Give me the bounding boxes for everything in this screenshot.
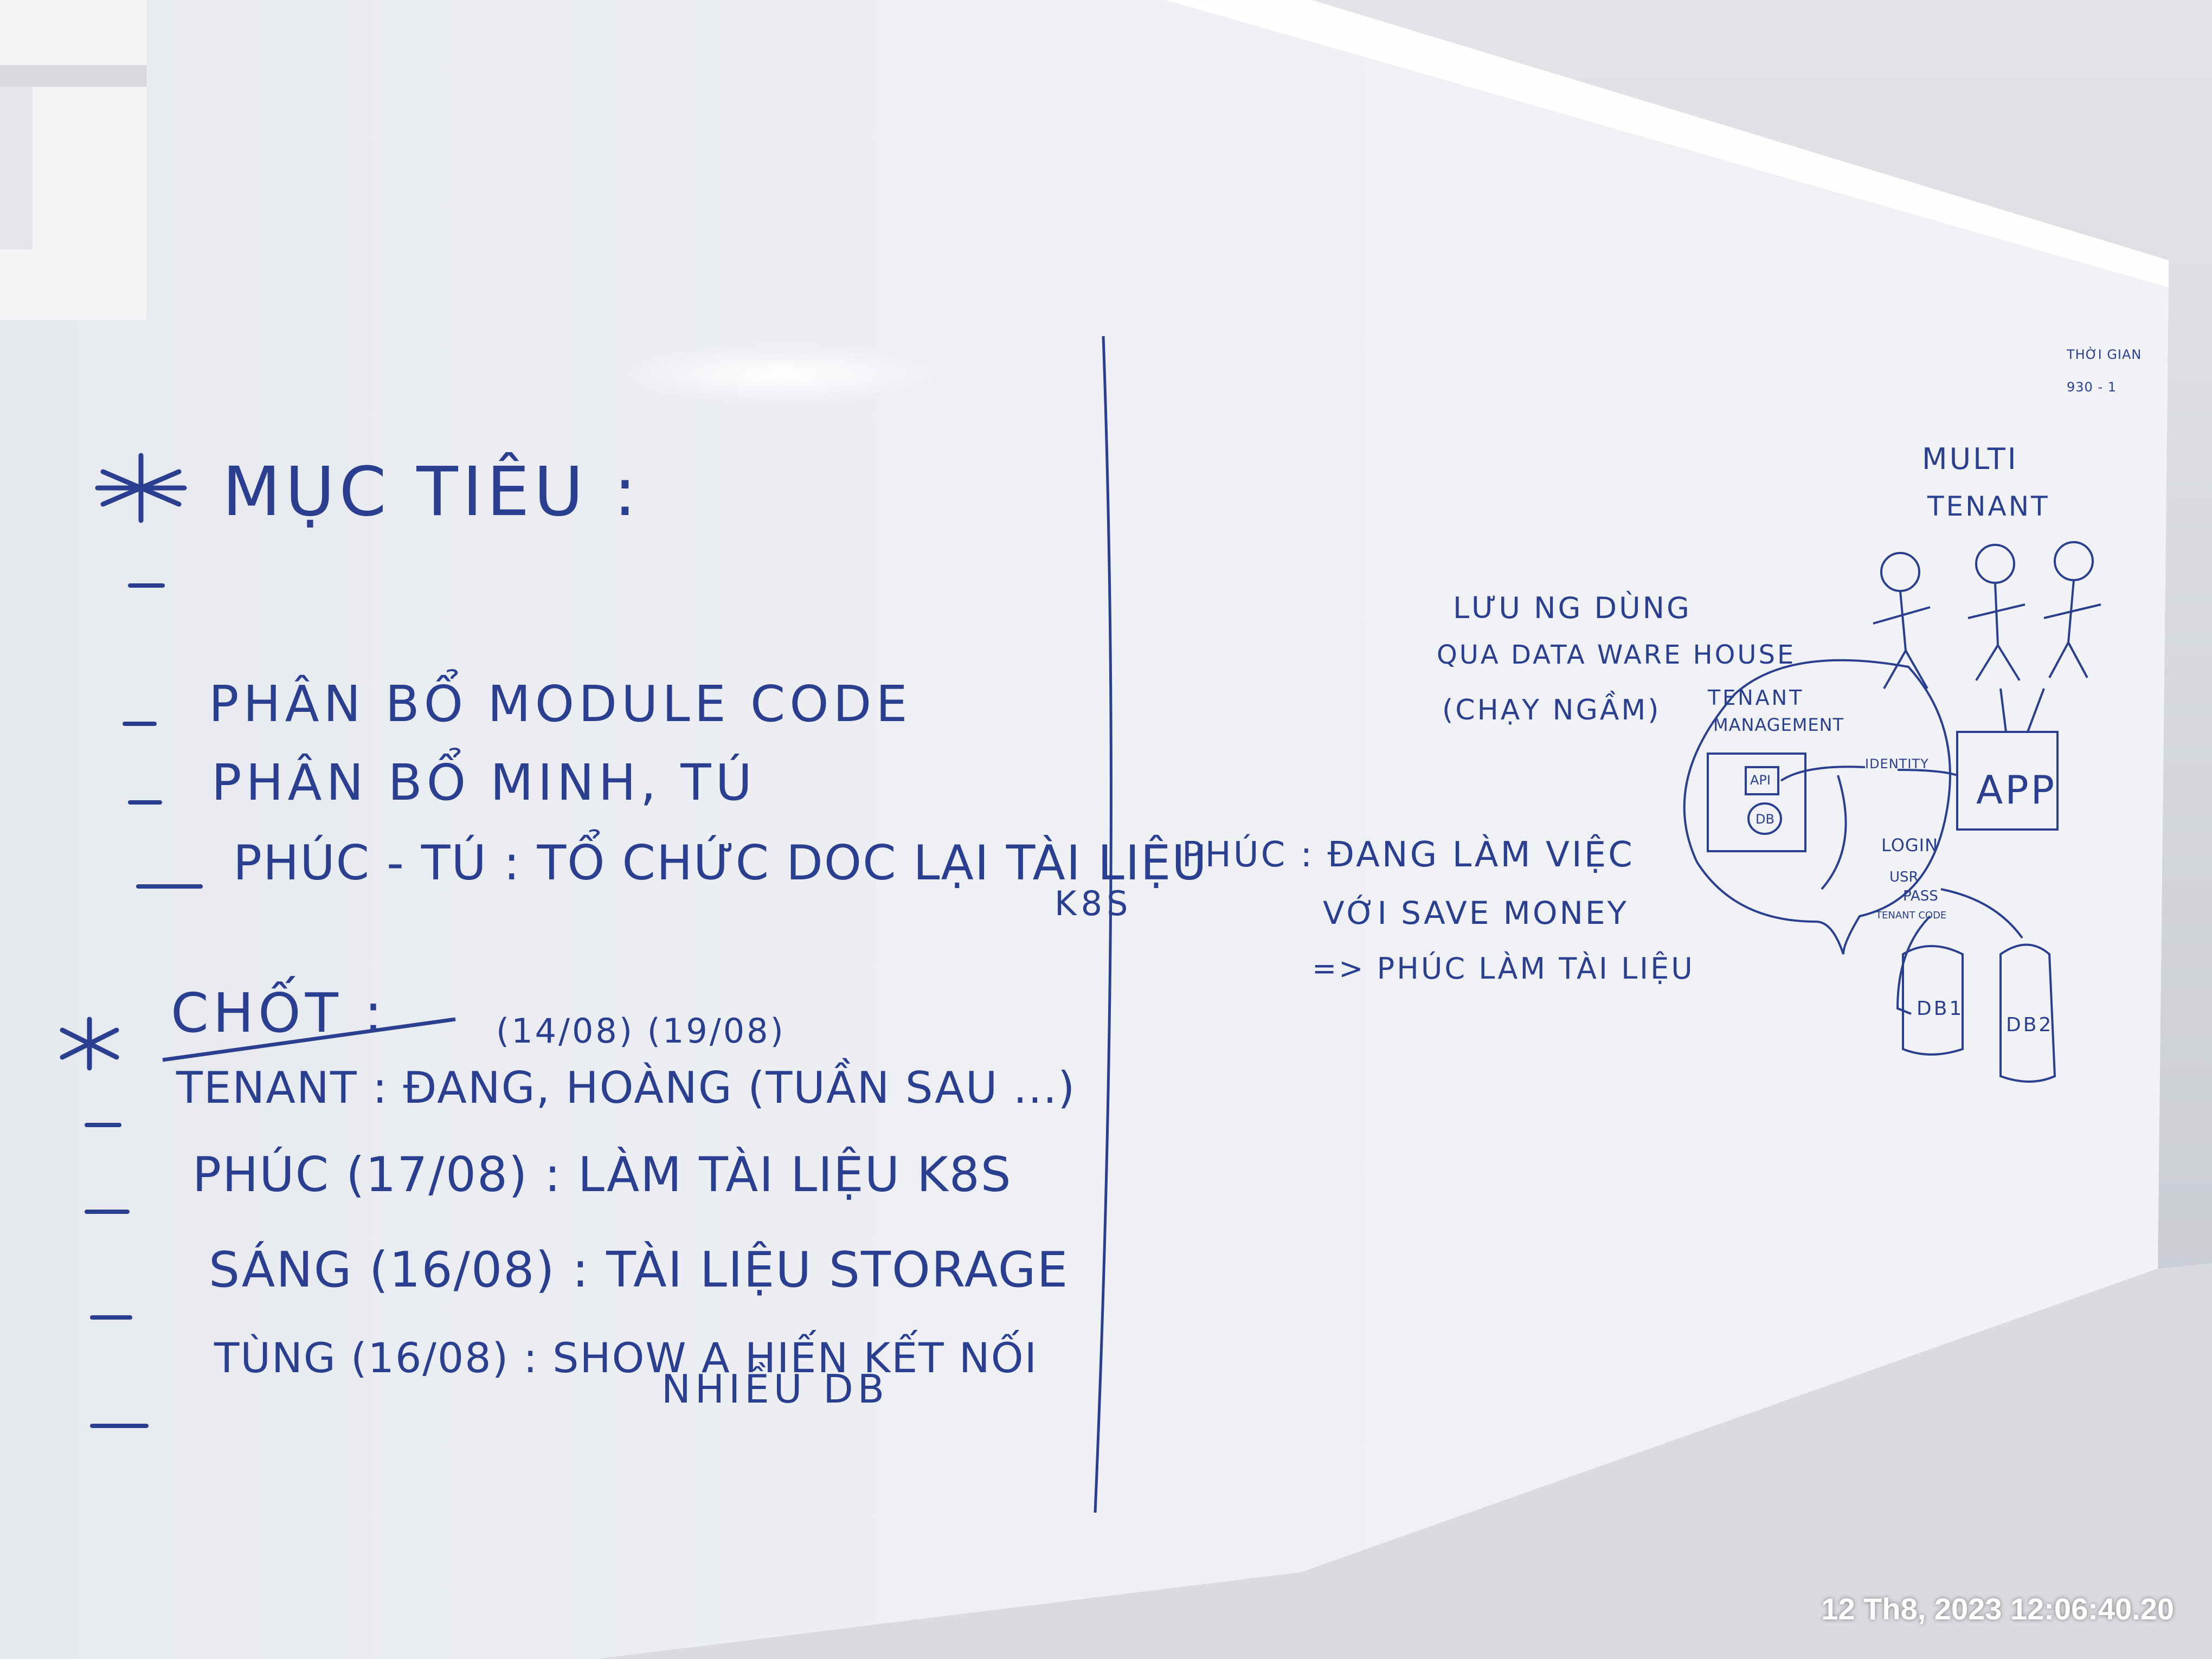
decision-item-2: PHÚC (17/08) : LÀM TÀI LIỆU K8S [192, 1147, 1012, 1203]
user-figure-icon [1873, 552, 1931, 689]
note-line-3: (CHẠY NGẦM) [1442, 694, 1661, 726]
app-label: APP [1976, 767, 2057, 813]
mgmt-label-2: MANAGEMENT [1713, 715, 1844, 735]
timestamp: 12 Th8, 2023 12:06:40.20 [1821, 1592, 2174, 1626]
diagram [1683, 541, 2101, 1083]
decision-item-4: TÙNG (16/08) : SHOW A HIẾN KẾT NỐI [214, 1334, 1038, 1382]
note-line-1: LƯU NG DÙNG [1453, 591, 1692, 625]
diagram-title-2: TENANT [1927, 491, 2050, 522]
tenant-dates: (14/08) (19/08) [496, 1011, 786, 1051]
db1-label: DB1 [1917, 998, 1964, 1020]
dash-marks [85, 583, 203, 1428]
mgmt-label-1: TENANT [1708, 686, 1804, 710]
wall-lower [596, 1263, 2212, 1659]
corner-note-1: THỜI GIAN [2067, 347, 2142, 362]
divider-line [1094, 336, 1113, 1513]
usr-label: USR [1889, 869, 1919, 885]
db-cylinder [1747, 802, 1782, 835]
db1-cylinder [1902, 945, 1964, 1056]
api-label: API [1750, 773, 1771, 788]
corner-note-2: 930 - 1 [2067, 380, 2117, 395]
phuc-line-3: => PHÚC LÀM TÀI LIỆU [1312, 951, 1695, 986]
goal-item-3: PHÚC - TÚ : TỔ CHỨC DOC LẠI TÀI LIỆU [233, 835, 1208, 891]
api-box [1745, 766, 1779, 795]
identity-label: IDENTITY [1865, 756, 1929, 771]
tenant-blob [1683, 659, 1951, 955]
asterisk-icon [60, 1017, 119, 1071]
tenant-code-label: TENANT CODE [1876, 910, 1947, 921]
app-box [1956, 731, 2059, 831]
user-figure-icon [1967, 544, 2025, 681]
db-label: DB [1756, 812, 1774, 827]
user-figure-icon [2043, 541, 2101, 678]
db2-label: DB2 [2006, 1014, 2054, 1036]
light-strip [1166, 0, 2169, 287]
decision-title: CHỐT : [171, 981, 387, 1045]
goal-item-3-tail: K8S [1054, 884, 1133, 923]
glare [613, 344, 949, 404]
goal-item-2: PHÂN BỔ MINH, TÚ [211, 754, 756, 812]
diagram-title-1: MULTI [1922, 442, 2018, 476]
management-box [1707, 753, 1806, 852]
decision-item-1: TENANT : ĐANG, HOÀNG (TUẦN SAU ...) [176, 1063, 1076, 1113]
pass-label: PASS [1903, 888, 1938, 904]
login-label: LOGIN [1881, 835, 1939, 856]
note-line-2: QUA DATA WARE HOUSE [1437, 640, 1796, 670]
db2-cylinder [1999, 943, 2056, 1083]
decision-item-3: SÁNG (16/08) : TÀI LIỆU STORAGE [209, 1242, 1069, 1298]
goal-title: MỤC TIÊU : [222, 453, 641, 531]
decision-item-4-tail: NHIỀU DB [661, 1366, 889, 1412]
phuc-line-2: VỚI SAVE MONEY [1323, 895, 1629, 931]
asterisk-icon [95, 453, 187, 523]
goal-item-1: PHÂN BỔ MODULE CODE [209, 675, 912, 733]
underline [162, 1017, 456, 1062]
phuc-line-1: PHÚC : ĐANG LÀM VIỆC [1182, 835, 1635, 875]
